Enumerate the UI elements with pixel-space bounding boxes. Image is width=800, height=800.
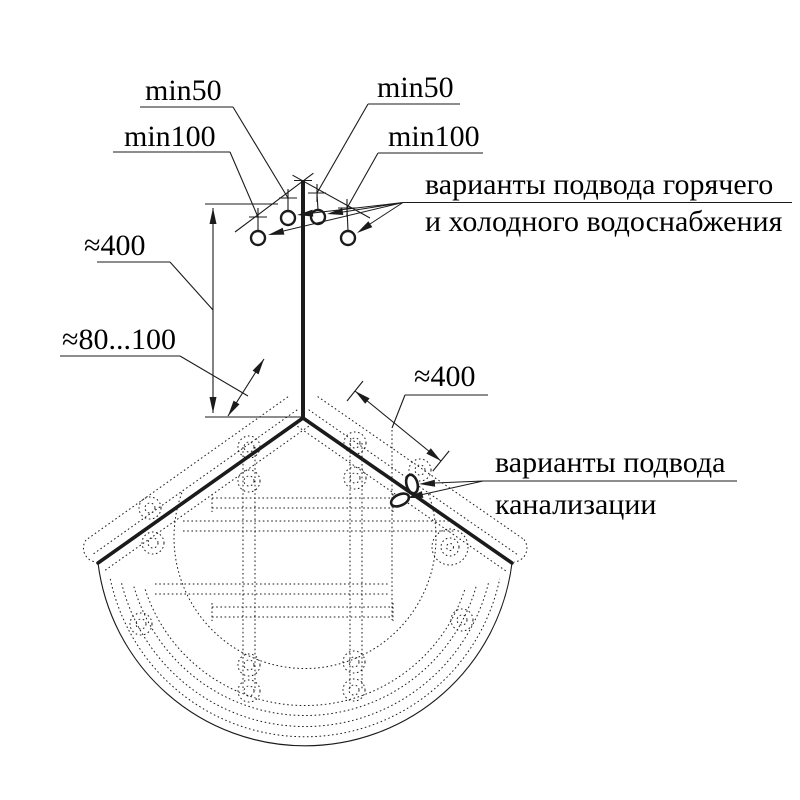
drain-callout-line1: варианты подвода (495, 446, 725, 479)
label-min100-right-text: min100 (388, 120, 480, 153)
tray-inner-rim-arcs (82, 492, 528, 738)
callout-fan-lines (283, 202, 404, 232)
label-min50-right: min50 (316, 71, 460, 194)
label-min50-left: min50 (140, 74, 289, 199)
sewage-point (389, 492, 411, 508)
dimension-drain-edge: ≈400 (346, 360, 488, 472)
label-leader (113, 151, 259, 218)
dimension-supply-height: ≈400 (84, 203, 303, 418)
supply-point (339, 229, 357, 247)
label-leader (140, 106, 289, 199)
supply-point (309, 208, 327, 226)
tray-outer-rim (97, 562, 513, 747)
water-supply-callout: варианты подвода горячего и холодного во… (268, 168, 792, 238)
drain-callout: варианты подвода канализации (389, 446, 737, 521)
label-min50-right-text: min50 (377, 71, 454, 104)
label-leader (60, 355, 249, 397)
dimension-wall-gap: ≈80...100 (60, 323, 265, 417)
gap-arrowheads (228, 359, 264, 416)
dimension-label-wall-gap: ≈80...100 (62, 323, 176, 356)
label-min50-left-text: min50 (145, 74, 222, 107)
drain-callout-line2: канализации (495, 488, 656, 521)
sewage-point (404, 473, 420, 495)
edge-dimension-arrowheads (355, 391, 441, 461)
drawing-root: ≈400 ≈80...100 ≈400 min50 (60, 71, 792, 747)
label-leader (97, 261, 214, 311)
label-min100-left: min100 (113, 120, 259, 218)
water-supply-callout-line1: варианты подвода горячего (425, 168, 773, 201)
label-min100-right: min100 (346, 120, 483, 209)
label-leader (391, 394, 488, 429)
wall-top-edges (234, 172, 371, 233)
tray-corner-edge-right (301, 416, 514, 565)
callout-fan-lines (422, 480, 484, 495)
dimension-arrowheads (209, 208, 217, 413)
label-leader (316, 103, 460, 194)
sewage-arrowheads (407, 479, 436, 498)
water-supply-points (249, 208, 357, 247)
supply-point (249, 229, 267, 247)
dimension-reference-lines (205, 203, 303, 418)
frame-posts (242, 430, 393, 691)
tray-corner-edge-left (96, 416, 305, 565)
water-supply-callout-line2: и холодного водоснабжения (425, 205, 783, 238)
support-legs (129, 431, 474, 703)
label-leader (346, 152, 483, 209)
dimension-label-drain-edge: ≈400 (414, 360, 475, 393)
drain-hole (431, 528, 469, 566)
supply-arrowheads (268, 208, 373, 235)
label-min100-left-text: min100 (124, 120, 216, 153)
dimension-label-supply-height: ≈400 (84, 229, 145, 262)
supply-point (279, 209, 297, 227)
